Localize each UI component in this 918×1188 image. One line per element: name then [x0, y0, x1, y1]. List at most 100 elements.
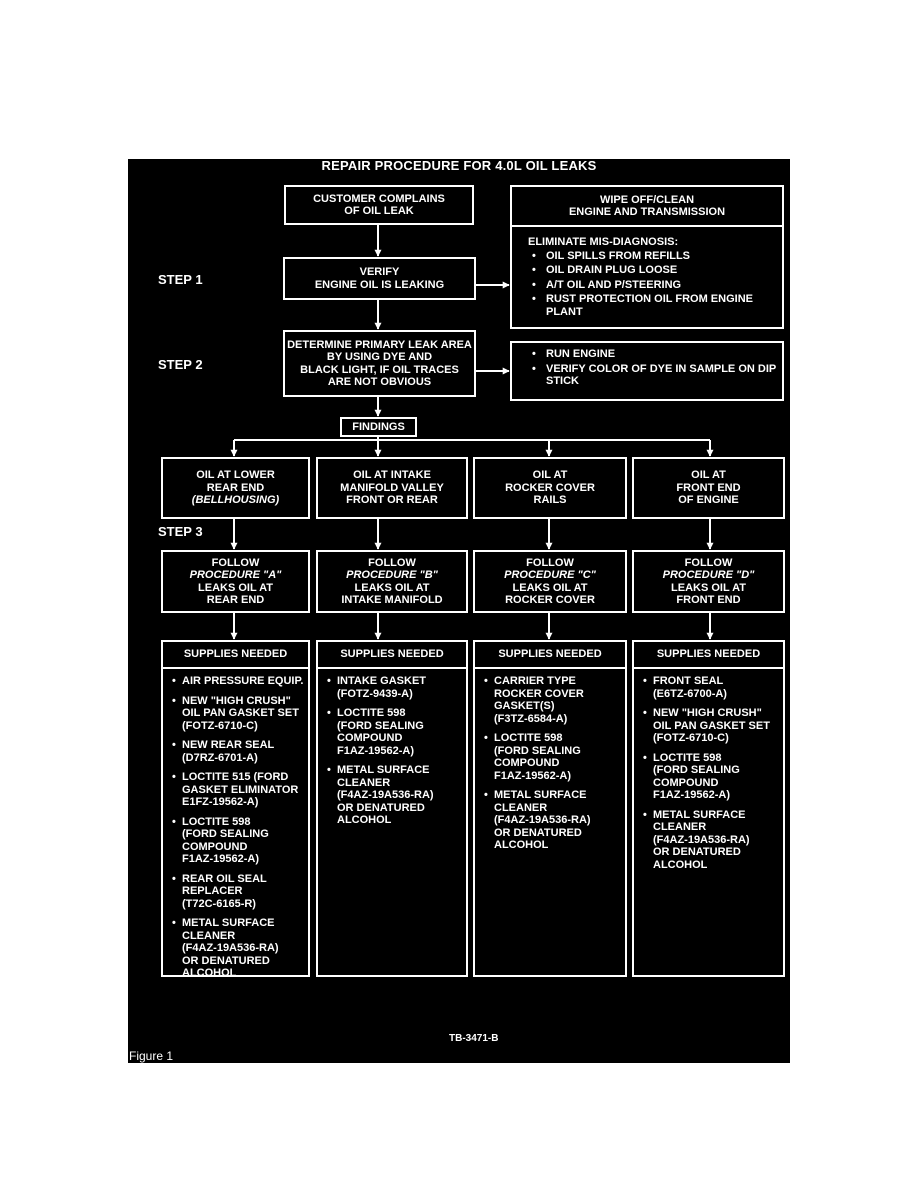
supplies-items: AIR PRESSURE EQUIP. NEW "HIGH CRUSH"OIL P…: [165, 675, 304, 980]
supply-line: ROCKER COVER: [494, 687, 584, 700]
procedure-line: PROCEDURE "C": [504, 569, 596, 581]
supply-line: (T72C-6165-R): [182, 897, 256, 910]
supply-item: LOCTITE 598(FORD SEALINGCOMPOUNDF1AZ-195…: [165, 816, 304, 866]
area-line: (BELLHOUSING): [191, 494, 280, 507]
supply-line: LOCTITE 598: [337, 707, 406, 719]
area-line: OF ENGINE: [678, 494, 739, 507]
supply-line: (E6TZ-6700-A): [653, 687, 727, 700]
procedure-line: LEAKS OIL AT: [354, 581, 430, 594]
procedure-line: FOLLOW: [526, 556, 574, 569]
supply-line: CLEANER: [337, 776, 391, 789]
supply-item: NEW "HIGH CRUSH"OIL PAN GASKET SET(FOTZ-…: [165, 695, 304, 733]
step-3-label: STEP 3: [158, 524, 203, 539]
supply-line: GASKET ELIMINATOR: [182, 783, 299, 796]
area-line: MANIFOLD VALLEY: [340, 481, 444, 494]
supply-item: INTAKE GASKET(FOTZ-9439-A): [320, 675, 462, 700]
area-box-intake-manifold: OIL AT INTAKE MANIFOLD VALLEY FRONT OR R…: [316, 457, 468, 519]
supply-line: COMPOUND: [494, 757, 560, 769]
supply-line: METAL SURFACE: [494, 789, 587, 801]
area-line: FRONT OR REAR: [346, 494, 438, 507]
supplies-heading: SUPPLIES NEEDED: [318, 642, 466, 669]
supply-line: METAL SURFACE: [337, 764, 430, 776]
supply-item: NEW REAR SEAL(D7RZ-6701-A): [165, 739, 304, 764]
determine-line-1: DETERMINE PRIMARY LEAK AREA: [287, 338, 472, 351]
supply-line: OIL PAN GASKET SET: [653, 719, 770, 732]
supply-line: OR DENATURED: [337, 801, 425, 814]
supply-item: NEW "HIGH CRUSH"OIL PAN GASKET SET(FOTZ-…: [636, 707, 779, 745]
supply-line: OR DENATURED: [494, 826, 582, 839]
supply-line: OR DENATURED: [182, 954, 270, 967]
supplies-list: INTAKE GASKET(FOTZ-9439-A) LOCTITE 598 (FO…: [318, 669, 466, 827]
supply-line: (F4AZ-19A536-RA): [182, 942, 279, 954]
procedure-line: LEAKS OIL AT: [671, 581, 746, 594]
verify-line-1: VERIFY: [359, 266, 400, 278]
supply-line: LOCTITE 598: [653, 751, 722, 764]
misdiagnosis-item: OIL SPILLS FROM REFILLS: [528, 250, 776, 263]
determine-line-2: BY USING DYE AND: [326, 351, 433, 363]
supply-line: OIL PAN GASKET SET: [182, 707, 299, 719]
supply-line: CARRIER TYPE: [494, 675, 576, 687]
supplies-box-a: SUPPLIES NEEDED AIR PRESSURE EQUIP. NEW "…: [161, 640, 310, 980]
supply-line: ALCOHOL: [182, 967, 237, 979]
supply-line: METAL SURFACE: [653, 808, 746, 821]
area-line: REAR END: [206, 481, 265, 494]
supplies-heading: SUPPLIES NEEDED: [475, 642, 625, 669]
supply-item: FRONT SEAL(E6TZ-6700-A): [636, 675, 779, 700]
procedure-d-box: FOLLOW PROCEDURE "D" LEAKS OIL AT FRONT …: [632, 550, 785, 613]
supply-line: METAL SURFACE: [182, 917, 275, 929]
supplies-heading: SUPPLIES NEEDED: [163, 642, 308, 669]
supply-line: (FORD SEALING: [182, 828, 269, 840]
area-line: FRONT END: [676, 481, 741, 494]
procedure-b-box: FOLLOW PROCEDURE "B" LEAKS OIL AT INTAKE…: [316, 550, 468, 613]
procedure-line: LEAKS OIL AT: [512, 581, 588, 594]
supply-line: (FOTZ-6710-C): [182, 719, 258, 732]
findings-box: FINDINGS: [340, 417, 417, 437]
wipe-line-1: WIPE OFF/CLEAN: [599, 193, 695, 206]
area-box-rear-end: OIL AT LOWER REAR END (BELLHOUSING): [161, 457, 310, 519]
supply-line: (FOTZ-9439-A): [337, 687, 413, 700]
step-1-label: STEP 1: [158, 272, 203, 287]
procedure-line: PROCEDURE "D": [662, 569, 755, 581]
supply-item: LOCTITE 598(FORD SEALINGCOMPOUNDF1AZ-195…: [477, 732, 621, 782]
supply-line: CLEANER: [653, 821, 707, 833]
area-box-front-end: OIL AT FRONT END OF ENGINE: [632, 457, 785, 519]
reference-code: TB-3471-B: [449, 1033, 499, 1044]
supply-item: LOCTITE 598(FORD SEALINGCOMPOUNDF1AZ-195…: [636, 752, 779, 802]
procedure-line: PROCEDURE "A": [189, 569, 282, 581]
supplies-items: FRONT SEAL(E6TZ-6700-A) NEW "HIGH CRUSH"O…: [636, 675, 779, 871]
supply-line: REAR OIL SEAL: [182, 872, 267, 885]
verify-line-2: ENGINE OIL IS LEAKING: [314, 278, 445, 291]
misdiagnosis-item: OIL DRAIN PLUG LOOSE: [528, 264, 776, 277]
supply-line: E1FZ-19562-A): [182, 796, 259, 808]
supply-line: (FORD SEALING: [653, 764, 740, 776]
supply-line: CLEANER: [494, 801, 548, 814]
supply-line: ALCOHOL: [337, 814, 392, 826]
procedure-line: INTAKE MANIFOLD: [341, 594, 443, 606]
supply-line: (F4AZ-19A536-RA): [494, 814, 591, 826]
customer-line-2: OF OIL LEAK: [344, 205, 414, 217]
supply-line: F1AZ-19562-A): [182, 853, 260, 865]
procedure-line: REAR END: [206, 594, 265, 606]
supply-line: GASKET(S): [494, 700, 555, 712]
supplies-items: INTAKE GASKET(FOTZ-9439-A) LOCTITE 598 (FO…: [320, 675, 462, 827]
supply-line: NEW REAR SEAL: [182, 739, 275, 751]
supply-line: (FOTZ-6710-C): [653, 732, 729, 744]
procedure-line: FOLLOW: [684, 556, 733, 569]
supply-line: F1AZ-19562-A): [337, 744, 415, 757]
procedure-c-box: FOLLOW PROCEDURE "C" LEAKS OIL AT ROCKER…: [473, 550, 627, 613]
customer-complains-box: CUSTOMER COMPLAINS OF OIL LEAK: [284, 185, 474, 225]
supply-line: (D7RZ-6701-A): [182, 751, 258, 764]
dye-item: RUN ENGINE: [528, 348, 776, 361]
area-line: OIL AT: [532, 469, 568, 482]
supply-line: (F3TZ-6584-A): [494, 712, 568, 725]
supply-line: AIR PRESSURE EQUIP.: [182, 675, 304, 687]
supply-line: LOCTITE 598: [182, 815, 251, 828]
supply-line: (F4AZ-19A536-RA): [337, 789, 434, 801]
supply-line: CLEANER: [182, 929, 236, 942]
